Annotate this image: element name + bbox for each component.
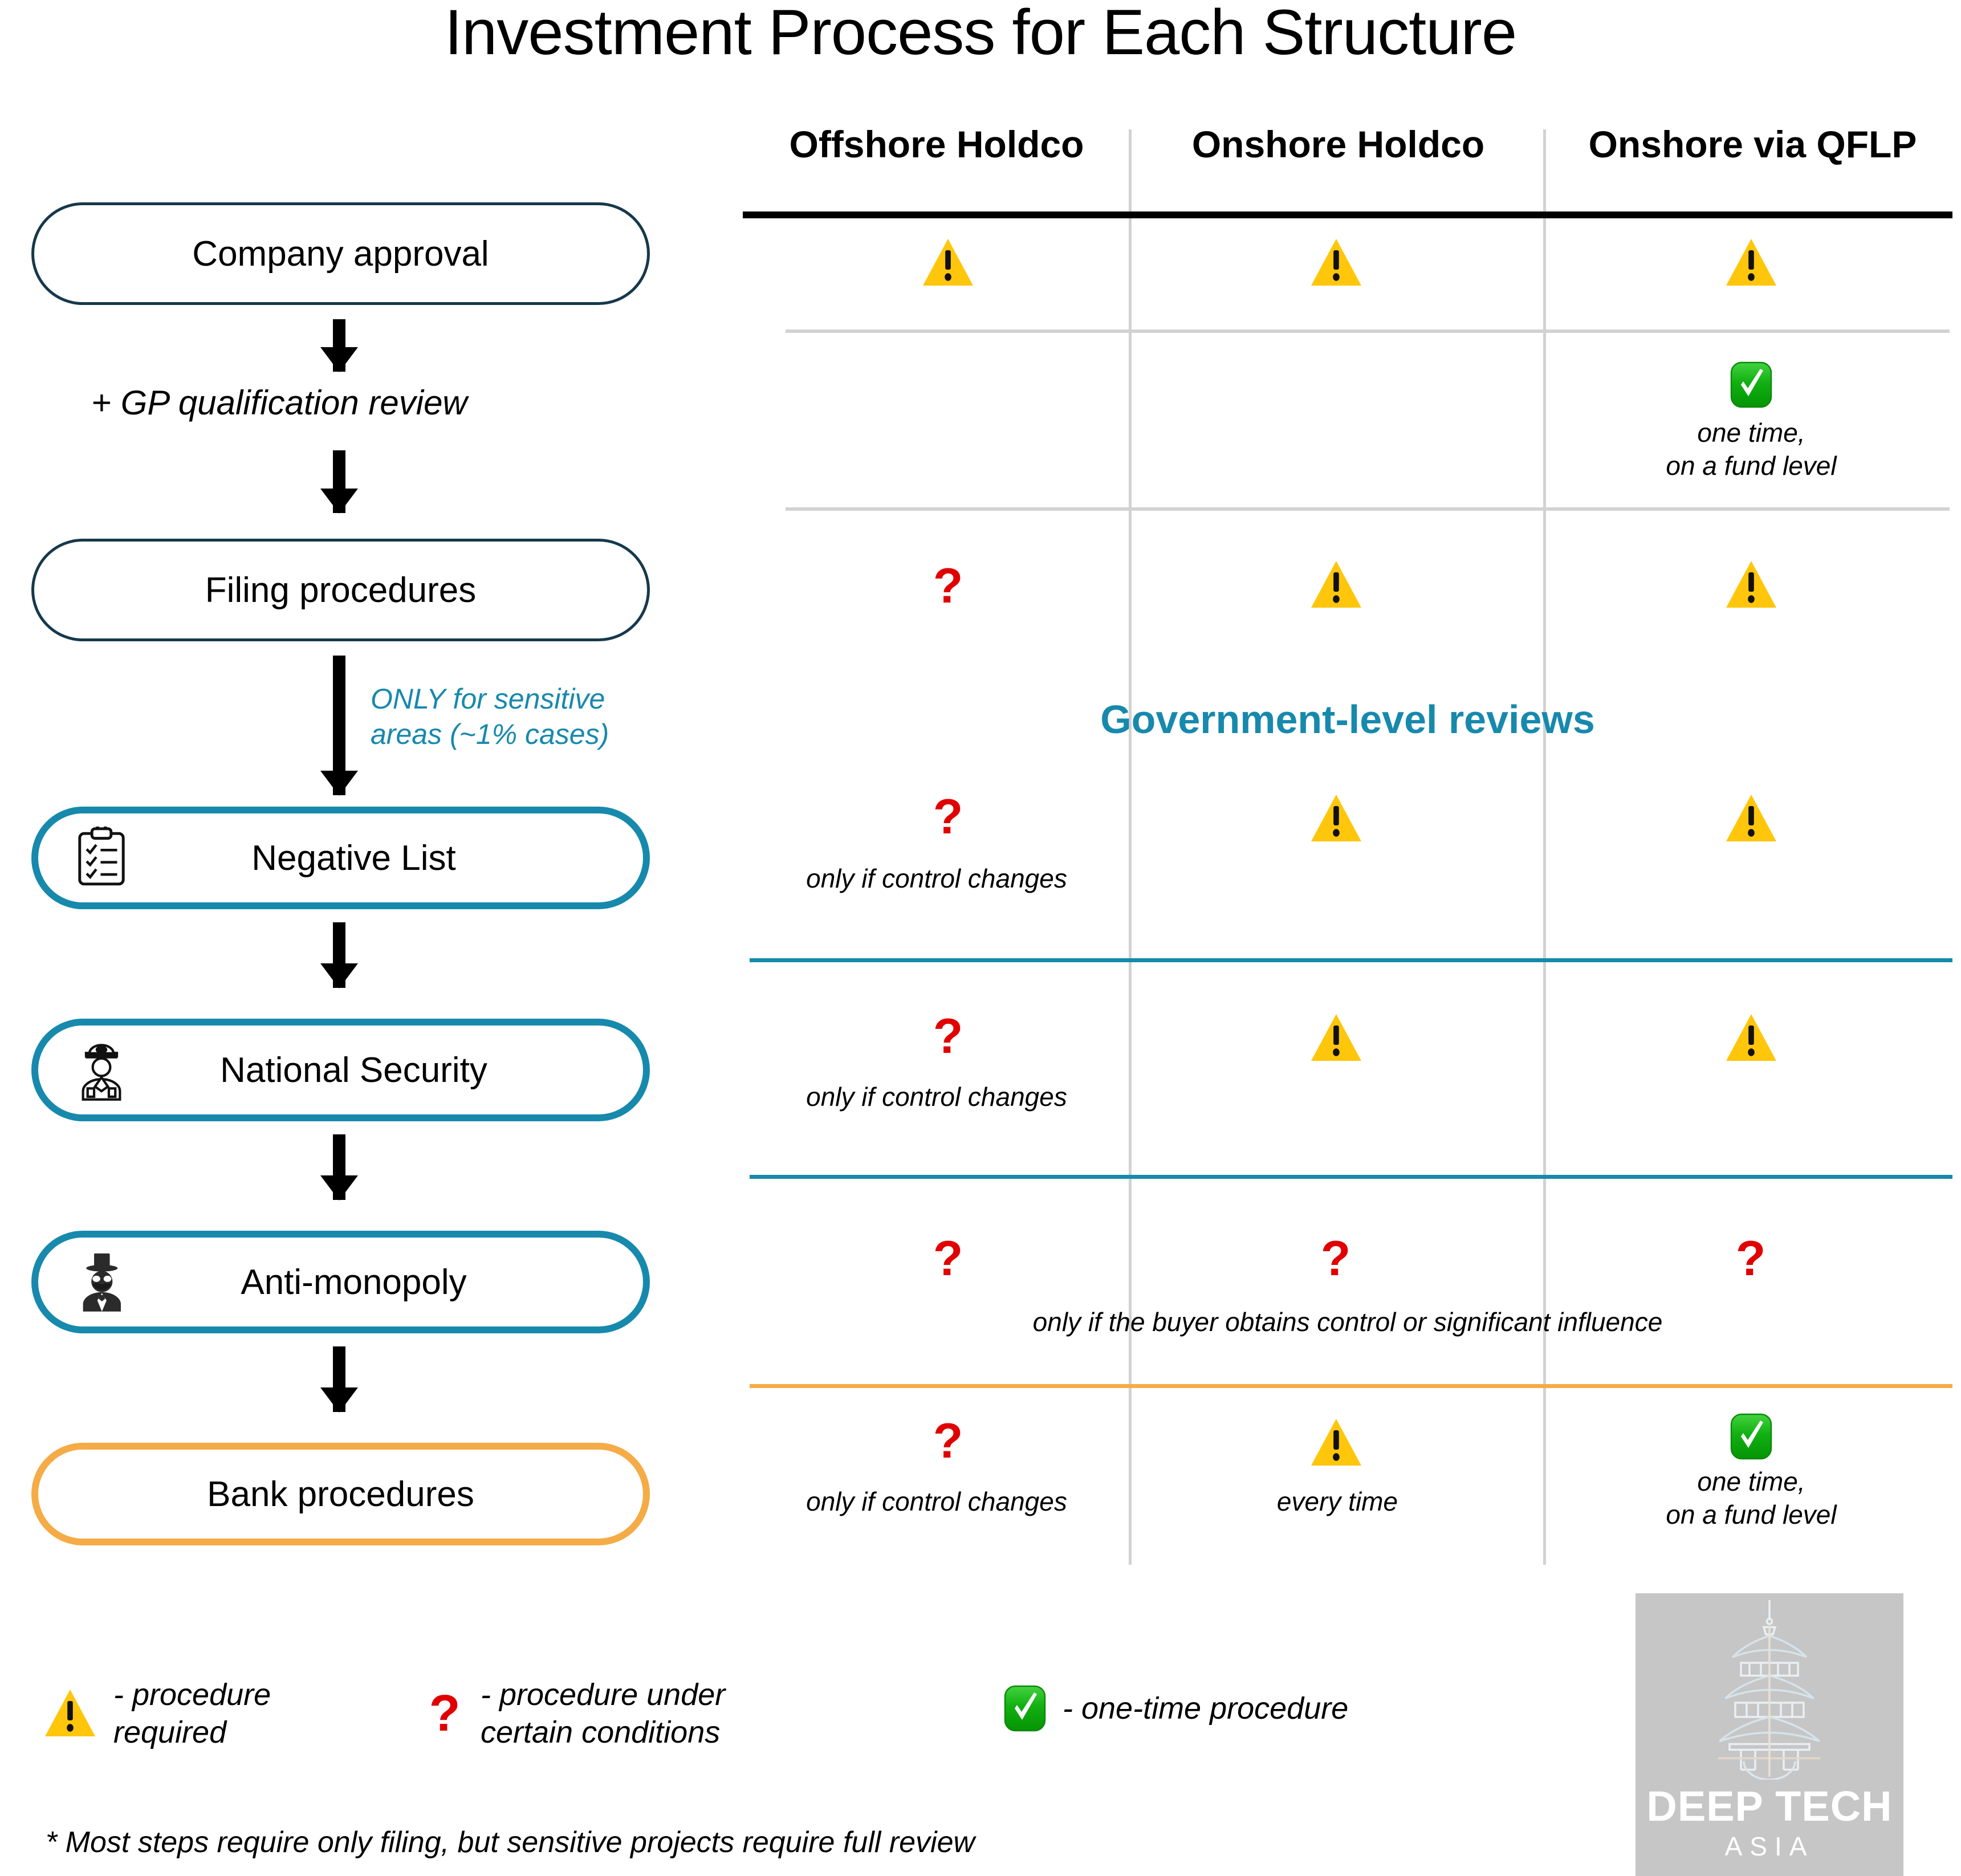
logo-subtitle: ASIA <box>1724 1832 1814 1861</box>
cell-warning-r3c2 <box>1309 559 1364 611</box>
legend-label-line1: - procedure under <box>481 1678 726 1712</box>
cell-question-r7c1: ? <box>933 1414 963 1468</box>
cell-warning-r7c2 <box>1309 1417 1364 1469</box>
warning-triangle-icon <box>43 1687 97 1740</box>
cell-question-r6c1: ? <box>933 1231 963 1286</box>
cell-note-line2: on a fund level <box>1666 1500 1837 1529</box>
cell-note-anti-monopoly-span: only if the buyer obtains control or sig… <box>1032 1307 1663 1337</box>
cell-warning-r1c3 <box>1724 237 1779 289</box>
column-header-offshore-holdco: Offshore Holdco <box>789 123 1084 165</box>
cell-warning-r4c3 <box>1724 792 1779 845</box>
legend-label: - procedure required <box>113 1676 271 1751</box>
cell-question-r5c1: ? <box>933 1009 963 1064</box>
gp-qualification-note: + GP qualification review <box>91 384 467 422</box>
flow-step-filing-procedures[interactable]: Filing procedures <box>31 539 650 641</box>
cell-note-r2c3: one time, on a fund level <box>1546 416 1956 482</box>
cell-check-r7c3 <box>1730 1413 1773 1460</box>
row-divider-2 <box>786 507 1950 511</box>
clipboard-checklist-icon <box>64 827 139 889</box>
government-level-reviews-label: Government-level reviews <box>1100 697 1595 742</box>
legend-item-one-time-procedure: - one-time procedure <box>1003 1684 1348 1732</box>
cell-note-r7c1: only if control changes <box>806 1487 1067 1516</box>
legend-label: - procedure under certain conditions <box>481 1676 725 1751</box>
cell-question-r6c2: ? <box>1320 1231 1351 1286</box>
question-mark-icon: ? <box>429 1685 461 1742</box>
flow-arrow-6 <box>333 1346 345 1412</box>
legend-label: - one-time procedure <box>1063 1691 1349 1726</box>
legend-label-line2: required <box>113 1715 227 1749</box>
sensitive-areas-note-line2: areas (~1% cases) <box>371 718 609 750</box>
flow-step-label: National Security <box>220 1050 487 1090</box>
legend-label-line1: - procedure <box>113 1678 271 1712</box>
green-check-icon <box>1003 1684 1047 1732</box>
pagoda-icon <box>1635 1593 1903 1784</box>
cell-note-line2: on a fund level <box>1666 451 1837 481</box>
flow-step-negative-list[interactable]: Negative List <box>31 807 650 909</box>
sensitive-areas-note-line1: ONLY for sensitive <box>371 683 605 715</box>
deep-tech-asia-logo: DEEP TECH ASIA <box>1635 1593 1903 1876</box>
legend-item-conditional-procedure: ? - procedure under certain conditions <box>425 1676 726 1751</box>
cell-warning-r1c1 <box>921 237 975 289</box>
cell-question-r3c1: ? <box>933 559 963 613</box>
row-divider-3 <box>750 958 1952 962</box>
row-divider-1 <box>786 329 1950 333</box>
police-officer-icon <box>64 1039 139 1101</box>
cell-note-r7c2: every time <box>1276 1487 1398 1516</box>
row-divider-4 <box>750 1175 1952 1179</box>
flow-step-label: Filing procedures <box>205 570 477 610</box>
cell-warning-r3c3 <box>1724 559 1779 611</box>
flow-step-label: Bank procedures <box>207 1474 474 1514</box>
column-header-onshore-holdco: Onshore Holdco <box>1191 123 1485 165</box>
cell-note-line1: one time, <box>1697 418 1805 447</box>
flow-arrow-2 <box>333 450 345 513</box>
table-header-rule <box>743 211 1952 218</box>
footnote: * Most steps require only filing, but se… <box>46 1826 975 1859</box>
flow-step-label: Company approval <box>192 234 489 274</box>
cell-warning-r4c2 <box>1309 792 1364 845</box>
flow-arrow-3 <box>333 656 345 795</box>
cell-check-r2c3 <box>1730 361 1773 409</box>
flow-arrow-4 <box>333 922 345 988</box>
cell-warning-r1c2 <box>1309 237 1364 289</box>
cell-note-r5c1: only if control changes <box>806 1082 1067 1112</box>
cell-question-r6c3: ? <box>1735 1231 1766 1286</box>
flow-arrow-5 <box>333 1134 345 1200</box>
flow-arrow-1 <box>333 319 345 372</box>
cell-note-line1: one time, <box>1697 1467 1805 1496</box>
legend-item-procedure-required: - procedure required <box>43 1676 271 1751</box>
flow-step-company-approval[interactable]: Company approval <box>31 202 650 305</box>
logo-wordmark: DEEP TECH <box>1646 1783 1893 1830</box>
flow-step-label: Anti-monopoly <box>241 1262 467 1302</box>
cell-note-r7c3: one time, on a fund level <box>1546 1465 1956 1531</box>
cell-note-r4c1: only if control changes <box>806 864 1067 893</box>
flow-step-national-security[interactable]: National Security <box>31 1019 650 1121</box>
column-header-onshore-qflp: Onshore via QFLP <box>1588 123 1917 165</box>
column-divider-1 <box>1129 129 1132 1565</box>
cell-warning-r5c2 <box>1309 1012 1364 1064</box>
businessman-tophat-icon <box>64 1251 139 1313</box>
page-title: Investment Process for Each Structure <box>444 0 1517 68</box>
flow-step-label: Negative List <box>251 838 456 878</box>
legend-label-line2: certain conditions <box>481 1715 721 1749</box>
flow-step-bank-procedures[interactable]: Bank procedures <box>31 1443 650 1545</box>
cell-warning-r5c3 <box>1724 1012 1779 1064</box>
row-divider-5 <box>750 1384 1952 1388</box>
cell-question-r4c1: ? <box>933 790 963 844</box>
flow-step-anti-monopoly[interactable]: Anti-monopoly <box>31 1231 650 1333</box>
sensitive-areas-note: ONLY for sensitive areas (~1% cases) <box>371 681 690 752</box>
column-divider-2 <box>1543 129 1546 1565</box>
